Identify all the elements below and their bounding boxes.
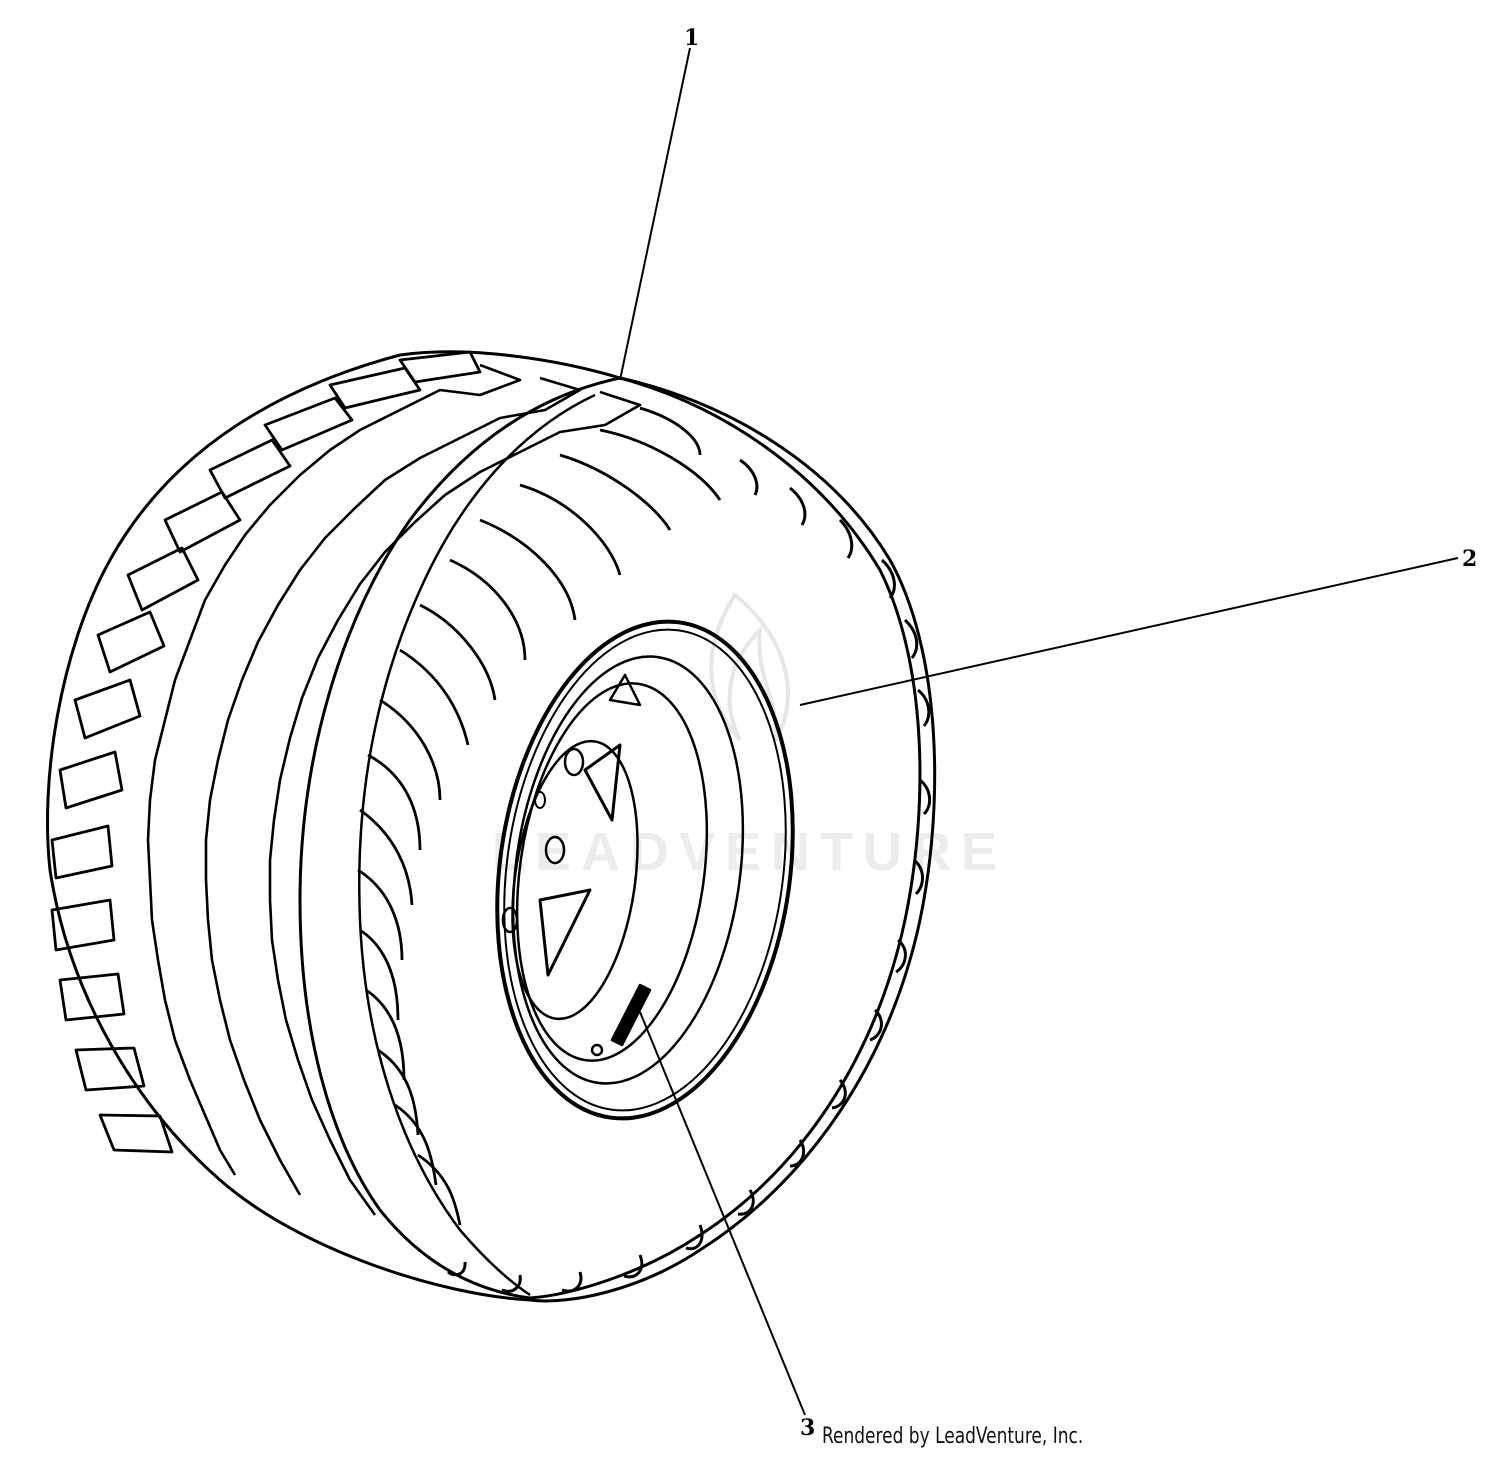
rim-inner-ring	[515, 682, 709, 1062]
leader-line-3	[639, 1011, 806, 1416]
leader-line-2	[799, 557, 1459, 706]
tread-blocks-left	[50, 350, 482, 1154]
wheel-rim	[495, 619, 795, 1121]
sidewall-notches	[447, 458, 931, 1293]
lug-hole-2	[544, 835, 566, 865]
render-credit: Rendered by LeadVenture, Inc.	[822, 1424, 1084, 1449]
lug-hole-4	[534, 791, 546, 809]
rim-opening-top	[608, 673, 642, 707]
tread-edge-curve	[358, 393, 596, 1297]
rim-opening-upper	[583, 743, 622, 822]
tread-rib-center	[146, 363, 642, 1216]
tread-lugs-inner	[357, 406, 722, 1226]
valve-stem	[590, 983, 652, 1057]
watermark-flame-icon	[709, 592, 790, 742]
rim-outer-edge	[495, 619, 795, 1121]
tire-sidewall-outline	[298, 376, 922, 1300]
tire-outline	[46, 350, 937, 1303]
lug-hole-1	[563, 747, 585, 777]
leader-lines	[619, 47, 1459, 1416]
rim-opening-lower	[538, 888, 592, 977]
tire	[46, 350, 937, 1303]
rim-lip	[503, 628, 787, 1112]
callout-2: 2	[1462, 546, 1477, 572]
leader-line-1	[619, 47, 691, 381]
rim-center-disc	[511, 739, 639, 1021]
callout-3: 3	[800, 1415, 815, 1441]
watermark: LEADVENTURE	[492, 592, 997, 882]
lug-hole-3	[501, 906, 519, 934]
callout-1: 1	[684, 25, 699, 51]
rim-barrel	[511, 655, 745, 1085]
